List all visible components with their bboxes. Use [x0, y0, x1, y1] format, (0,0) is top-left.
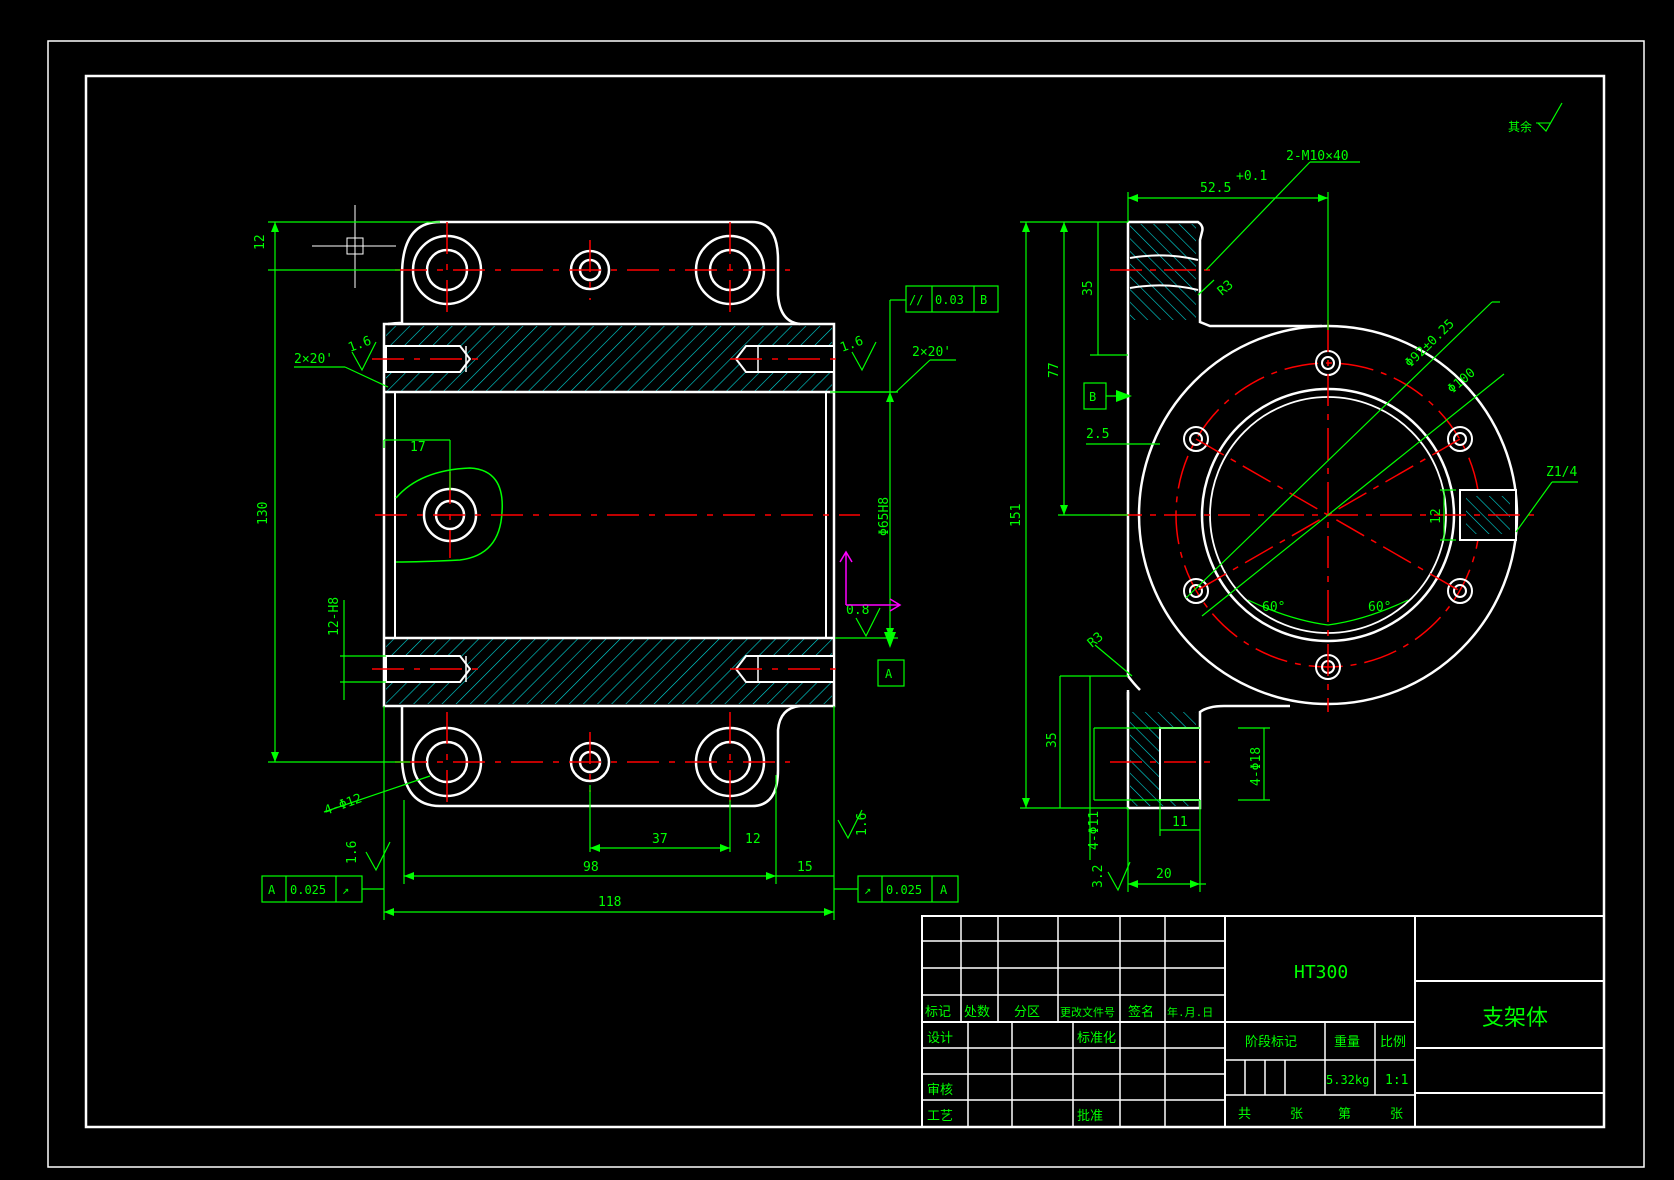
svg-text:4-Φ18: 4-Φ18: [1249, 747, 1264, 786]
svg-text:35: 35: [1081, 280, 1096, 296]
svg-text:77: 77: [1047, 362, 1062, 378]
svg-text:11: 11: [1172, 815, 1188, 830]
svg-text:1.6: 1.6: [345, 841, 360, 864]
svg-text:Z1/4: Z1/4: [1546, 465, 1577, 480]
outer-border: [47, 40, 1645, 1168]
top-flange-outline: [400, 220, 801, 326]
svg-text:↗: ↗: [864, 883, 871, 897]
svg-text:标准化: 标准化: [1077, 1031, 1116, 1046]
svg-text:其余: 其余: [1508, 119, 1532, 134]
svg-text:0.03: 0.03: [935, 293, 964, 307]
svg-text:批准: 批准: [1077, 1109, 1103, 1124]
tb-header-5: 年.月.日: [1167, 1005, 1213, 1019]
svg-text:12: 12: [253, 234, 268, 250]
svg-text:3.2: 3.2: [1091, 865, 1106, 888]
svg-text:2×20': 2×20': [912, 345, 951, 360]
svg-text:共: 共: [1238, 1107, 1251, 1122]
svg-text:52.5: 52.5: [1200, 181, 1231, 196]
svg-text:审核: 审核: [927, 1083, 953, 1098]
svg-text:12: 12: [1429, 508, 1444, 524]
tb-header-3: 更改文件号: [1060, 1005, 1115, 1019]
svg-text:35: 35: [1045, 732, 1060, 748]
left-view: 12 130 17 12-H8 2×20' 2×20' 1.6 1.6 Φ65H…: [253, 205, 999, 920]
part-name: 支架体: [1482, 1006, 1548, 1031]
svg-text:20: 20: [1156, 867, 1172, 882]
svg-text:↗: ↗: [342, 883, 349, 897]
bolt-hole-ur: [1447, 426, 1473, 452]
svg-text://: //: [909, 293, 923, 307]
bolt-hole-lr: [1447, 578, 1473, 604]
svg-text:第: 第: [1338, 1107, 1351, 1122]
svg-text:118: 118: [598, 895, 621, 910]
svg-text:0.8: 0.8: [846, 603, 869, 618]
svg-text:0.025: 0.025: [886, 883, 922, 897]
roughness-3-2-icon: [1107, 861, 1131, 892]
tb-header-4: 签名: [1128, 1004, 1154, 1020]
svg-text:1.6: 1.6: [855, 813, 870, 836]
svg-text:151: 151: [1009, 504, 1024, 527]
material: HT300: [1294, 962, 1348, 983]
svg-text:工艺: 工艺: [927, 1109, 953, 1124]
ucs-icon: [839, 550, 902, 612]
svg-text:B: B: [980, 293, 987, 307]
title-block-text: HT300 支架体 标记 处数 分区 更改文件号 签名 年.月.日 设计 标准化…: [925, 962, 1548, 1124]
cursor-crosshair-icon: [312, 205, 396, 288]
tb-header-2: 分区: [1014, 1005, 1040, 1020]
svg-text:重量: 重量: [1334, 1034, 1360, 1050]
svg-text:+0.1: +0.1: [1236, 169, 1267, 184]
svg-text:17: 17: [410, 440, 426, 455]
svg-text:2.5: 2.5: [1086, 427, 1109, 442]
fcf-parallel: // 0.03 B: [905, 285, 999, 313]
svg-text:5.32kg: 5.32kg: [1326, 1073, 1369, 1087]
svg-text:130: 130: [256, 502, 271, 525]
fcf-left-runout: A 0.025 ↗: [261, 875, 384, 903]
svg-text:B: B: [1089, 390, 1096, 404]
svg-text:张: 张: [1290, 1107, 1303, 1122]
right-view: B 2-M10×40 52.5 +0.1 35 77 2.5 151 R3 R3…: [1009, 149, 1578, 892]
svg-text:0.025: 0.025: [290, 883, 326, 897]
svg-text:60°: 60°: [1368, 600, 1391, 615]
svg-text:4-Φ11: 4-Φ11: [1087, 811, 1102, 850]
boss-outline: [395, 467, 503, 563]
svg-text:98: 98: [583, 860, 599, 875]
svg-text:12: 12: [745, 832, 761, 847]
svg-text:1:1: 1:1: [1385, 1073, 1408, 1088]
bottom-flange-outline: [400, 704, 801, 808]
svg-text:A: A: [268, 883, 276, 897]
svg-text:A: A: [885, 667, 893, 681]
svg-text:60°: 60°: [1262, 600, 1285, 615]
title-block: [921, 915, 1605, 1128]
svg-text:设计: 设计: [927, 1031, 953, 1046]
svg-text:15: 15: [797, 860, 813, 875]
inner-border: [84, 74, 1606, 1129]
tb-header-0: 标记: [925, 1005, 951, 1020]
top-lug-hatch: [1130, 224, 1196, 320]
svg-text:2-M10×40: 2-M10×40: [1286, 149, 1349, 164]
svg-text:12-H8: 12-H8: [327, 597, 342, 636]
svg-text:37: 37: [652, 832, 668, 847]
datum-a: A: [877, 659, 905, 687]
svg-text:Φ65H8: Φ65H8: [877, 497, 892, 536]
bolt-hole-ul: [1183, 426, 1209, 452]
tb-header-1: 处数: [964, 1005, 990, 1020]
bolt-hole-ll: [1183, 578, 1209, 604]
bracket-outline: [1126, 222, 1141, 691]
corner-roughness-note: 其余: [1508, 102, 1563, 134]
svg-text:张: 张: [1390, 1107, 1403, 1122]
svg-text:2×20': 2×20': [294, 352, 333, 367]
svg-text:比例: 比例: [1380, 1035, 1406, 1050]
roughness-symbol-icon: [1537, 102, 1563, 132]
datum-b: B: [1083, 382, 1128, 410]
svg-text:A: A: [940, 883, 948, 897]
svg-text:阶段标记: 阶段标记: [1245, 1035, 1297, 1050]
fcf-right-runout: ↗ 0.025 A: [834, 875, 959, 903]
